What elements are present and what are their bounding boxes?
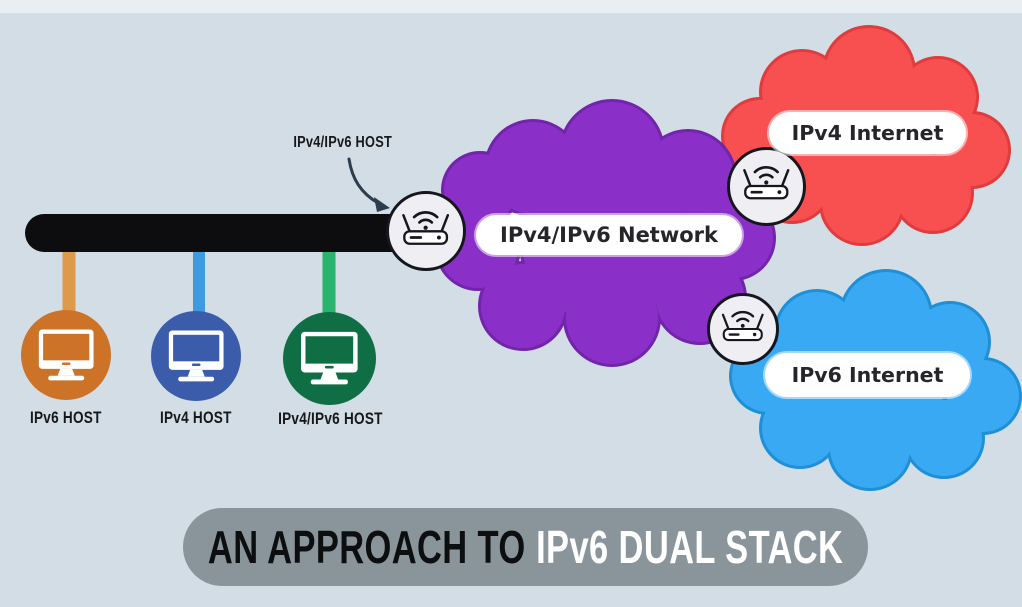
dual-stack-host-label: IPv4/IPv6 HOST <box>277 409 383 428</box>
banner-highlight-text: IPv6 DUAL STACK <box>535 521 844 573</box>
banner-prefix-text: AN APPROACH TO <box>207 521 526 573</box>
dual-stack-host-node <box>283 312 376 405</box>
top-edge-strip <box>0 0 1022 13</box>
ipv6-internet-cloud-label: IPv6 Internet <box>765 353 970 397</box>
wifi-router-icon <box>402 210 450 245</box>
desktop-monitor-icon <box>38 329 94 381</box>
desktop-monitor-icon <box>301 331 358 385</box>
ipv4-host-label: IPv4 HOST <box>160 408 232 427</box>
callout-arrow <box>347 157 390 212</box>
ipv4-host-node <box>151 311 241 401</box>
ipv6-internet-router <box>707 293 779 365</box>
bus-router-callout-label: IPv4/IPv6 HOST <box>293 134 393 151</box>
ipv4-internet-cloud-label: IPv4 Internet <box>769 112 966 154</box>
ipv6-host-node <box>21 310 111 400</box>
network-cloud-label: IPv4/IPv6 Network <box>476 215 742 255</box>
network-bus-bar <box>25 214 449 252</box>
orange-host-link <box>62 250 76 316</box>
ipv4-internet-router <box>727 147 806 226</box>
ipv6-host-label: IPv6 HOST <box>30 408 102 427</box>
dual-stack-edge-router <box>386 191 466 271</box>
blue-host-link <box>193 250 205 316</box>
desktop-monitor-icon <box>168 330 224 382</box>
wifi-router-icon <box>743 166 790 200</box>
wifi-router-icon <box>722 310 764 342</box>
green-host-link <box>322 250 336 316</box>
